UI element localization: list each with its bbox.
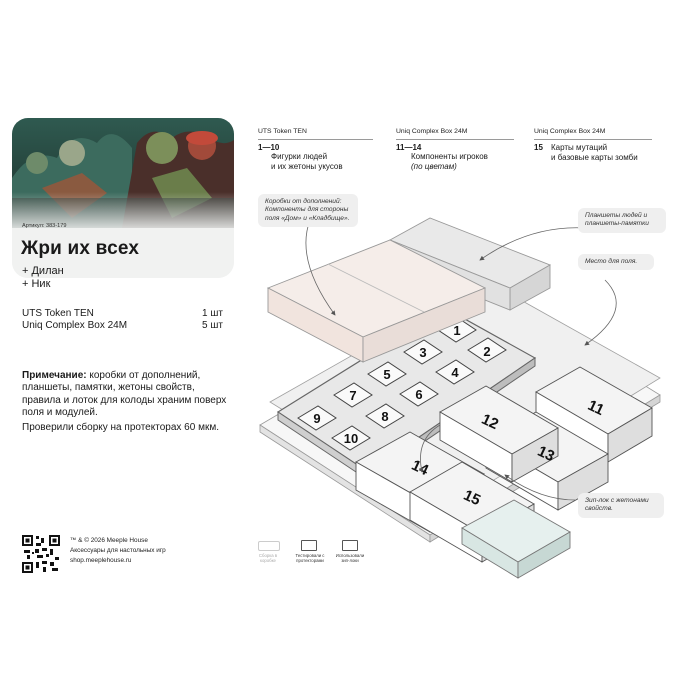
legend-divider [534,139,652,140]
token-label-6: 6 [415,387,422,402]
legend-text: и базовые карты зомби [551,153,638,162]
small-legend-text: Сборка в коробке [258,553,278,564]
component-name: Uniq Complex Box 24M [22,320,128,331]
small-legend-text: Использовали зип-локи [335,553,365,564]
callout-ziplock: Зип-лок с жетонами свойств. [578,493,664,518]
note-text: коробки от дополнений, планшеты, памятки… [22,370,227,419]
component-qty: 5 шт [202,320,223,331]
legend-text: Карты мутаций [551,143,608,152]
legend-header: UTS Token TEN [258,128,307,135]
ziplock-icon [342,540,358,551]
subtitle-nick: + Ник [22,278,51,290]
sleeve-icon [301,540,317,551]
product-card [12,118,234,278]
product-title: Жри их всех [21,238,140,259]
copyright-text: ™ & © 2026 Meeple House [70,537,148,544]
box-label-13: 13 [535,443,557,465]
note-paragraph: Примечание: коробки от дополнений, планш… [22,370,232,420]
legend-text: Компоненты игроков [411,152,488,161]
box-label-12: 12 [479,411,501,433]
box-label-11: 11 [585,397,607,419]
legend-text: и их жетоны укусов [271,162,343,171]
legend-number: 1—10 [258,143,280,152]
callout-field: Место для поля. [578,254,654,271]
legend-divider [396,139,514,140]
component-qty: 1 шт [202,308,223,319]
token-label-10: 10 [344,431,358,446]
legend-number: 11—14 [396,143,422,152]
callout-tablets: Планшеты людей и планшеты-памятки [578,208,666,233]
note-sleeves: Проверили сборку на протекторах 60 мкм. [22,422,219,433]
qr-code-icon [22,535,60,573]
note-label: Примечание: [22,370,87,381]
legend-text: (по цветам) [411,162,457,171]
token-label-1: 1 [453,323,460,338]
tagline-text: Аксессуары для настольных игр [70,547,166,554]
callout-expansion-boxes: Коробки от дополнений: Компоненты для ст… [258,194,358,228]
legend-header: Uniq Complex Box 24M [396,128,468,135]
token-cells [297,317,507,451]
storage-layout-diagram: 1 2 3 4 5 6 7 8 9 10 11 12 13 14 [259,217,661,579]
token-label-8: 8 [381,409,388,424]
legend-header: Uniq Complex Box 24M [534,128,606,135]
legend-number: 15 [534,143,543,152]
token-label-2: 2 [483,344,490,359]
subtitle-dylan: + Дилан [22,265,64,277]
website-link[interactable]: shop.meeplehouse.ru [70,557,132,564]
token-label-9: 9 [313,411,320,426]
small-legend-text: Тестировали с протекторами [295,553,325,564]
token-label-3: 3 [419,345,426,360]
sku-label: Артикул: 383-179 [22,223,67,229]
legend-divider [258,139,373,140]
token-label-4: 4 [451,365,459,380]
box-icon [258,541,280,551]
legend-text: Фигурки людей [271,152,328,161]
box-label-15: 15 [461,487,483,509]
token-label-5: 5 [383,367,390,382]
token-label-7: 7 [349,388,356,403]
component-name: UTS Token TEN [22,308,94,319]
